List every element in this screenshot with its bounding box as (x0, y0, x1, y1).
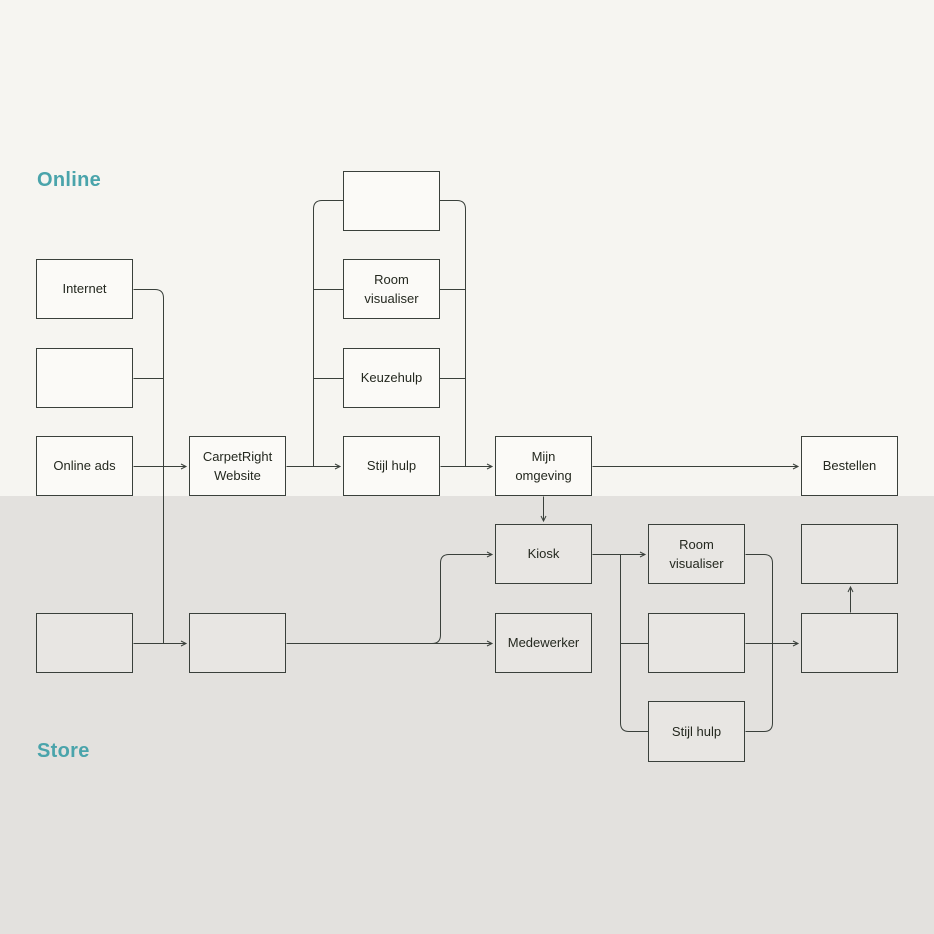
node-medewerker[interactable]: Medewerker (495, 613, 592, 673)
node-online-ads[interactable]: Online ads (36, 436, 133, 496)
node-room-visualiser-online-label: Room visualiser (364, 271, 419, 307)
online-section-label: Online (37, 169, 102, 191)
node-empty-store-left[interactable] (36, 613, 133, 673)
node-bestellen-label: Bestellen (822, 458, 877, 474)
node-mijn-omgeving[interactable]: Mijn omgeving (495, 436, 592, 496)
node-empty-store-right-top[interactable] (801, 524, 898, 584)
node-carpetright-website[interactable]: CarpetRight Website (189, 436, 286, 496)
node-stijl-hulp-store[interactable]: Stijl hulp (648, 701, 745, 762)
node-empty-online-2[interactable] (36, 348, 133, 408)
edge-internet-rail (133, 289, 164, 644)
store-section-label: Store (37, 740, 90, 762)
node-kiosk[interactable]: Kiosk (495, 524, 592, 584)
edge-online-right-rail (440, 200, 466, 467)
node-room-visualiser-online[interactable]: Room visualiser (343, 259, 440, 319)
node-stijl-hulp-online-label: Stijl hulp (366, 458, 417, 474)
node-empty-online-top[interactable] (343, 171, 440, 231)
online-section-bg (0, 0, 934, 496)
node-keuzehulp[interactable]: Keuzehulp (343, 348, 440, 408)
node-room-visualiser-store[interactable]: Room visualiser (648, 524, 745, 584)
node-mijn-omgeving-label: Mijn omgeving (515, 448, 572, 484)
node-empty-store-middle[interactable] (648, 613, 745, 673)
node-medewerker-label: Medewerker (507, 635, 580, 651)
node-carpetright-website-label: CarpetRight Website (202, 448, 273, 484)
node-empty-store-right-bottom[interactable] (801, 613, 898, 673)
node-internet-label: Internet (62, 281, 107, 297)
node-empty-store-b[interactable] (189, 613, 286, 673)
node-stijl-hulp-store-label: Stijl hulp (671, 723, 722, 739)
node-bestellen[interactable]: Bestellen (801, 436, 898, 496)
node-internet[interactable]: Internet (36, 259, 133, 319)
edge-store-left-rail (620, 554, 648, 732)
node-room-visualiser-store-label: Room visualiser (669, 536, 724, 572)
node-kiosk-label: Kiosk (527, 546, 560, 562)
node-stijl-hulp-online[interactable]: Stijl hulp (343, 436, 440, 496)
edge-branch-kiosk (431, 551, 494, 644)
node-online-ads-label: Online ads (53, 458, 116, 474)
edge-store-right-rail (745, 554, 773, 732)
store-section-bg (0, 496, 934, 934)
node-keuzehulp-label: Keuzehulp (360, 370, 423, 386)
edge-online-left-rail (313, 200, 343, 467)
